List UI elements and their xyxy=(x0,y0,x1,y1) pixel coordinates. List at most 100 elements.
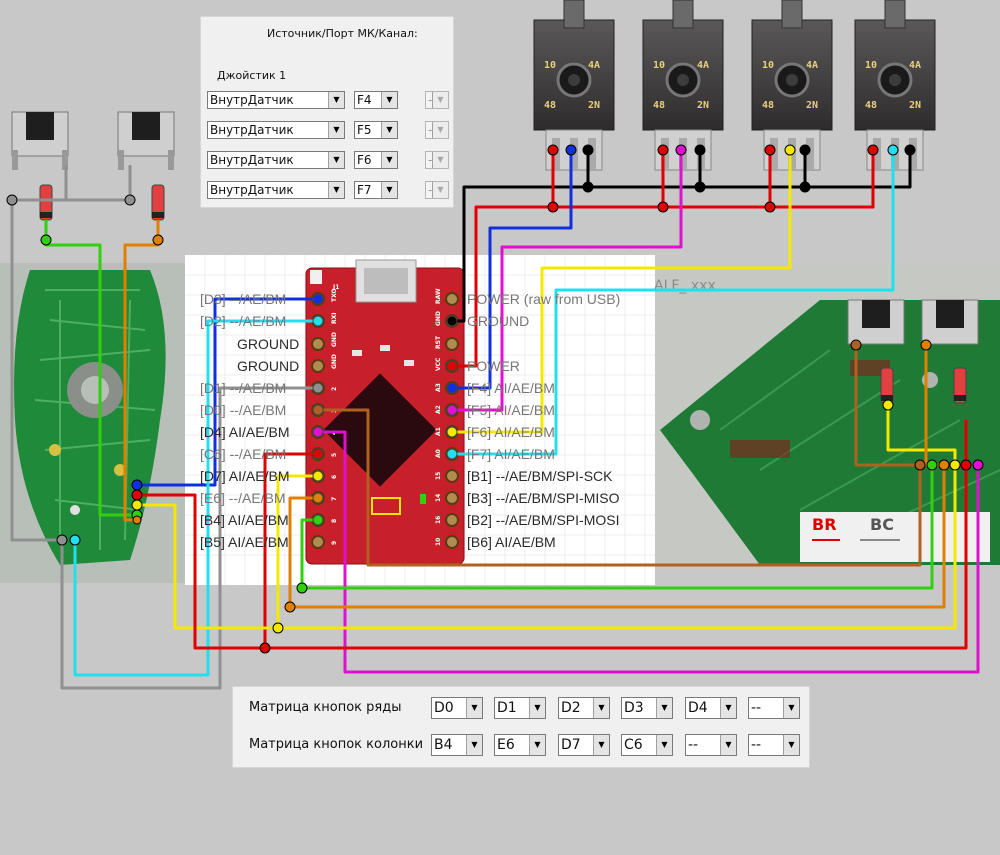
board-pin-code-gnd1: GND xyxy=(331,332,338,347)
pin-label-b3: [B3] --/AE/BM/SPI-MISO xyxy=(467,490,620,506)
wire-junctions xyxy=(6,144,984,654)
pin-label-ground-2: GROUND xyxy=(237,358,300,374)
matrix-row-select-6[interactable]: --▼ xyxy=(748,697,800,719)
port-select-4[interactable]: F7▼ xyxy=(354,181,398,199)
pin-label-f4: [F4] AI/AE/BM xyxy=(467,380,555,396)
matrix-col-select-5-value: -- xyxy=(688,737,699,753)
chevron-down-icon: ▼ xyxy=(593,735,609,755)
chevron-down-icon: ▼ xyxy=(466,698,482,718)
chevron-down-icon: ▼ xyxy=(432,152,448,168)
pin-label-d4: [D4] AI/AE/BM xyxy=(200,424,290,440)
matrix-cols-label: Матрица кнопок колонки xyxy=(249,737,424,752)
pin-label-d3: [D3] --/AE/BM xyxy=(200,291,287,307)
matrix-row-select-4[interactable]: D3▼ xyxy=(621,697,673,719)
matrix-col-select-2[interactable]: E6▼ xyxy=(494,734,546,756)
potentiometer-2 xyxy=(642,0,724,171)
board-pin-code-10: 10 xyxy=(435,538,442,546)
board-pin-code-a3: A3 xyxy=(435,383,442,392)
source-select-1[interactable]: ВнутрДатчик ▼ xyxy=(207,91,345,109)
pot-1-mark-bl: 48 xyxy=(544,100,556,111)
chevron-down-icon: ▼ xyxy=(381,92,397,108)
matrix-col-select-3-value: D7 xyxy=(561,737,581,753)
board-pin-code-16: 16 xyxy=(435,516,442,524)
button-right-2 xyxy=(921,299,979,345)
port-select-2[interactable]: F5 ▼ xyxy=(354,121,398,139)
channel-select-3: --▼ xyxy=(425,151,449,169)
pot-2-mark-bl: 48 xyxy=(653,100,665,111)
matrix-col-select-3[interactable]: D7 ▼ xyxy=(558,734,610,756)
pot-1-mark-br: 2N xyxy=(588,100,600,111)
board-pin-code-15: 15 xyxy=(435,472,442,480)
board-pin-code-9: 9 xyxy=(331,541,338,545)
chevron-down-icon: ▼ xyxy=(656,735,672,755)
chevron-down-icon: ▼ xyxy=(529,735,545,755)
matrix-row-select-5-value: D4 xyxy=(688,700,708,716)
chevron-down-icon: ▼ xyxy=(656,698,672,718)
matrix-col-select-1[interactable]: B4▼ xyxy=(431,734,483,756)
matrix-col-select-6-value: -- xyxy=(751,737,762,753)
wire-d1-gray xyxy=(10,200,318,690)
pin-label-raw: POWER (raw from USB) xyxy=(467,291,621,307)
matrix-row-select-1-value: D0 xyxy=(434,700,454,716)
potentiometer-3 xyxy=(751,0,833,171)
matrix-row-select-2-value: D1 xyxy=(497,700,517,716)
port-select-1-value: F4 xyxy=(357,93,372,107)
chevron-down-icon: ▼ xyxy=(529,698,545,718)
pin-label-b5: [B5] AI/AE/BM xyxy=(200,534,289,550)
source-panel-title: Источник/Порт МК/Канал: xyxy=(267,27,418,40)
matrix-row-select-2[interactable]: D1 ▼ xyxy=(494,697,546,719)
pin-label-b6: [B6] AI/AE/BM xyxy=(467,534,556,550)
matrix-col-select-6[interactable]: --▼ xyxy=(748,734,800,756)
port-select-1[interactable]: F4 ▼ xyxy=(354,91,398,109)
matrix-col-select-4-value: C6 xyxy=(624,737,643,753)
pot-2-mark-br: 2N xyxy=(697,100,709,111)
chevron-down-icon: ▼ xyxy=(720,735,736,755)
pin-label-gnd-right: GROUND xyxy=(467,313,530,329)
pot-3-mark-bl: 48 xyxy=(762,100,774,111)
board-pin-code-14: 14 xyxy=(435,494,442,502)
chevron-down-icon: ▼ xyxy=(328,152,344,168)
pin-label-b4: [B4] AI/AE/BM xyxy=(200,512,289,528)
source-select-2[interactable]: ВнутрДатчик▼ xyxy=(207,121,345,139)
joystick-group-label: Джойстик 1 xyxy=(217,69,287,82)
port-select-2-value: F5 xyxy=(357,123,372,137)
pin-label-d2: [D2] --/AE/BM xyxy=(200,313,287,329)
wire-f7-cyan xyxy=(452,150,895,456)
button-left-2 xyxy=(117,111,175,170)
pot-4-mark-bl: 48 xyxy=(865,100,877,111)
board-pin-code-8: 8 xyxy=(331,519,338,523)
pot-1-mark-tl: 10 xyxy=(544,60,556,71)
chevron-down-icon: ▼ xyxy=(381,182,397,198)
matrix-row-select-6-value: -- xyxy=(751,700,762,716)
source-port-panel: Источник/Порт МК/Канал: Джойстик 1 Внутр… xyxy=(200,16,454,208)
pot-4-mark-tl: 10 xyxy=(865,60,877,71)
source-select-1-value: ВнутрДатчик xyxy=(210,93,294,107)
chevron-down-icon: ▼ xyxy=(720,698,736,718)
pin-label-b1: [B1] --/AE/BM/SPI-SCK xyxy=(467,468,613,484)
matrix-row-select-1[interactable]: D0 ▼ xyxy=(431,697,483,719)
pin-label-f7: [F7] AI/AE/BM xyxy=(467,446,555,462)
wire-f6-yellow xyxy=(452,150,792,434)
chevron-down-icon: ▼ xyxy=(381,122,397,138)
source-select-4-value: ВнутрДатчик xyxy=(210,183,294,197)
port-select-3-value: F6 xyxy=(357,153,372,167)
matrix-rows-label: Матрица кнопок ряды xyxy=(249,700,402,715)
matrix-row-select-5[interactable]: D4 ▼ xyxy=(685,697,737,719)
chevron-down-icon: ▼ xyxy=(432,182,448,198)
wire-d7-yellow xyxy=(276,405,957,630)
chevron-down-icon: ▼ xyxy=(328,92,344,108)
right-pcb-label-bc: BC xyxy=(870,515,894,534)
chevron-down-icon: ▼ xyxy=(432,122,448,138)
matrix-row-select-3[interactable]: D2▼ xyxy=(558,697,610,719)
pin-label-d0: [D0] --/AE/BM xyxy=(200,402,287,418)
source-select-4[interactable]: ВнутрДатчик▼ xyxy=(207,181,345,199)
wire-e6-orange xyxy=(288,345,946,609)
matrix-col-select-5[interactable]: -- ▼ xyxy=(685,734,737,756)
board-pin-code-a0: A0 xyxy=(435,449,442,458)
potentiometer-1 xyxy=(533,0,615,171)
source-select-3[interactable]: ВнутрДатчик▼ xyxy=(207,151,345,169)
wire-f5-magenta xyxy=(452,150,683,412)
port-select-3[interactable]: F6▼ xyxy=(354,151,398,169)
matrix-col-select-4[interactable]: C6 ▼ xyxy=(621,734,673,756)
